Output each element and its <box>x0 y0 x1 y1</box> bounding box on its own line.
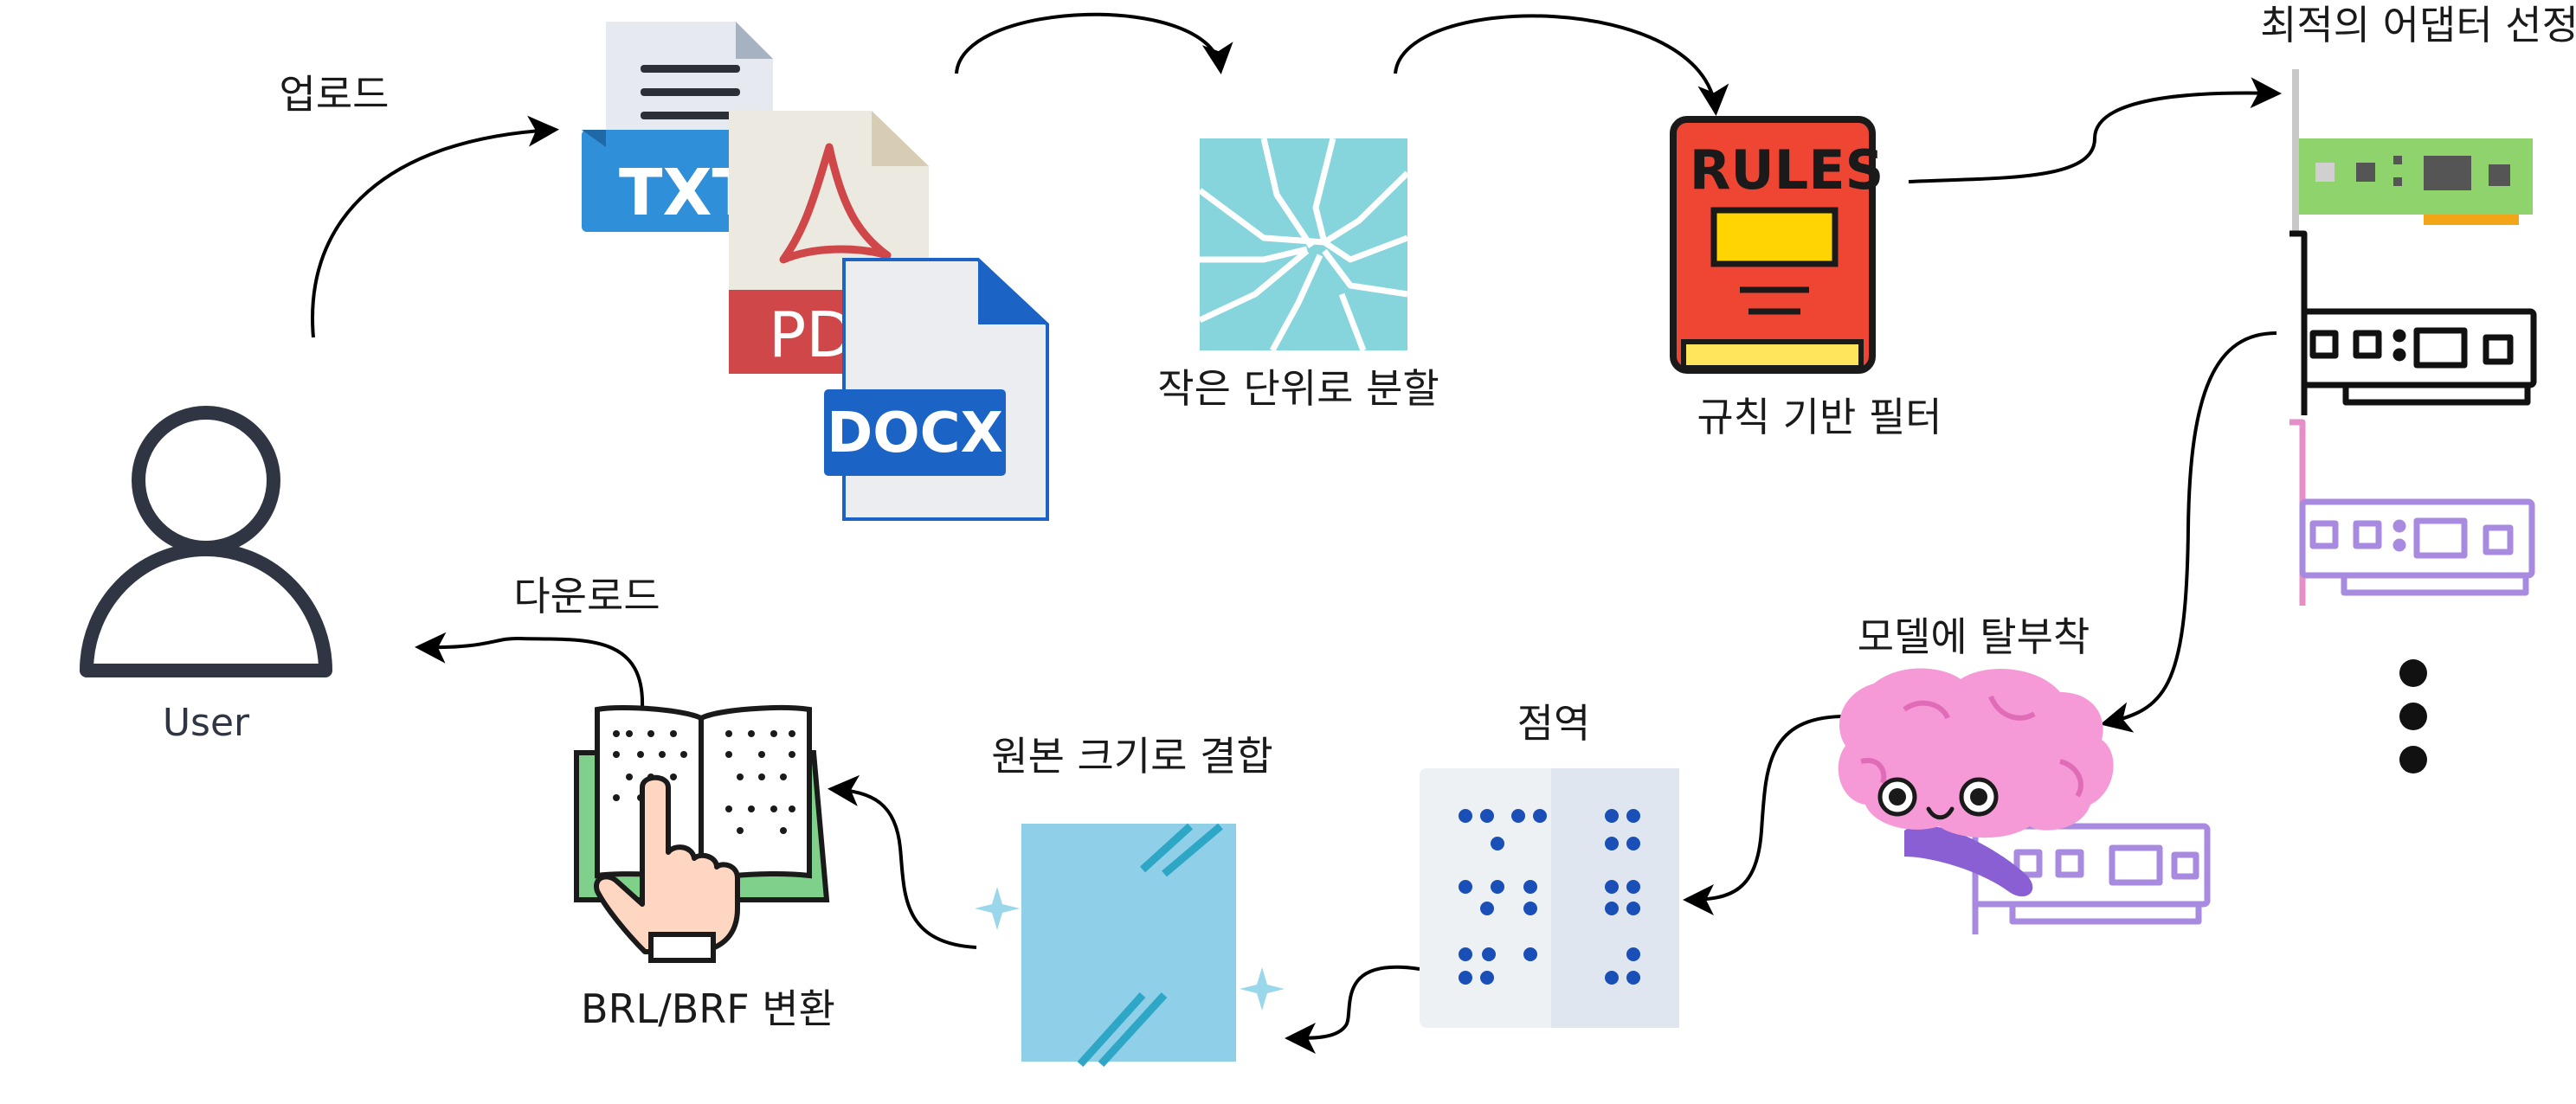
braille-card-icon <box>1420 768 1679 1028</box>
glass-pane-icon <box>975 823 1285 1068</box>
download-label: 다운로드 <box>513 573 660 619</box>
ellipsis-icon <box>2399 659 2427 773</box>
arrow-glass-to-book <box>828 774 977 949</box>
arrow-files-to-split <box>955 12 1233 74</box>
arrow-brain-to-braille <box>1683 715 1843 915</box>
select-adapter-label: 최적의 어댑터 선정 <box>2260 2 2576 48</box>
upload-arrow <box>311 115 559 338</box>
arrow-adapter-to-brain <box>2100 331 2277 733</box>
adapter-card-icon <box>2292 69 2533 234</box>
rules-book-icon: RULES <box>1670 116 1884 374</box>
arrow-rules-to-adapter <box>1908 77 2282 183</box>
attach-model-label: 모델에 탈부착 <box>1858 613 2090 660</box>
arrow-split-to-rules <box>1394 14 1729 116</box>
docx-file-icon: DOCX <box>824 258 1049 521</box>
shattered-glass-icon <box>1197 138 1410 352</box>
docx-file-text: DOCX <box>827 401 1003 465</box>
upload-label: 업로드 <box>280 71 390 118</box>
split-label: 작은 단위로 분할 <box>1157 365 1439 412</box>
rule-filter-label: 규칙 기반 필터 <box>1697 394 1942 440</box>
rules-book-title: RULES <box>1690 138 1884 202</box>
brain-icon <box>1838 668 2114 897</box>
adapter-card-icon <box>2289 230 2537 415</box>
braille-book-icon <box>574 705 830 963</box>
adapter-card-icon <box>2289 419 2535 606</box>
convert-label: BRL/BRF 변환 <box>581 985 835 1032</box>
user-label: User <box>163 701 250 745</box>
arrow-book-to-user <box>415 632 645 709</box>
braille-translate-label: 점역 <box>1517 700 1591 747</box>
user-icon <box>80 406 332 677</box>
arrow-braille-to-glass <box>1285 965 1420 1054</box>
merge-label: 원본 크기로 결합 <box>991 733 1272 780</box>
